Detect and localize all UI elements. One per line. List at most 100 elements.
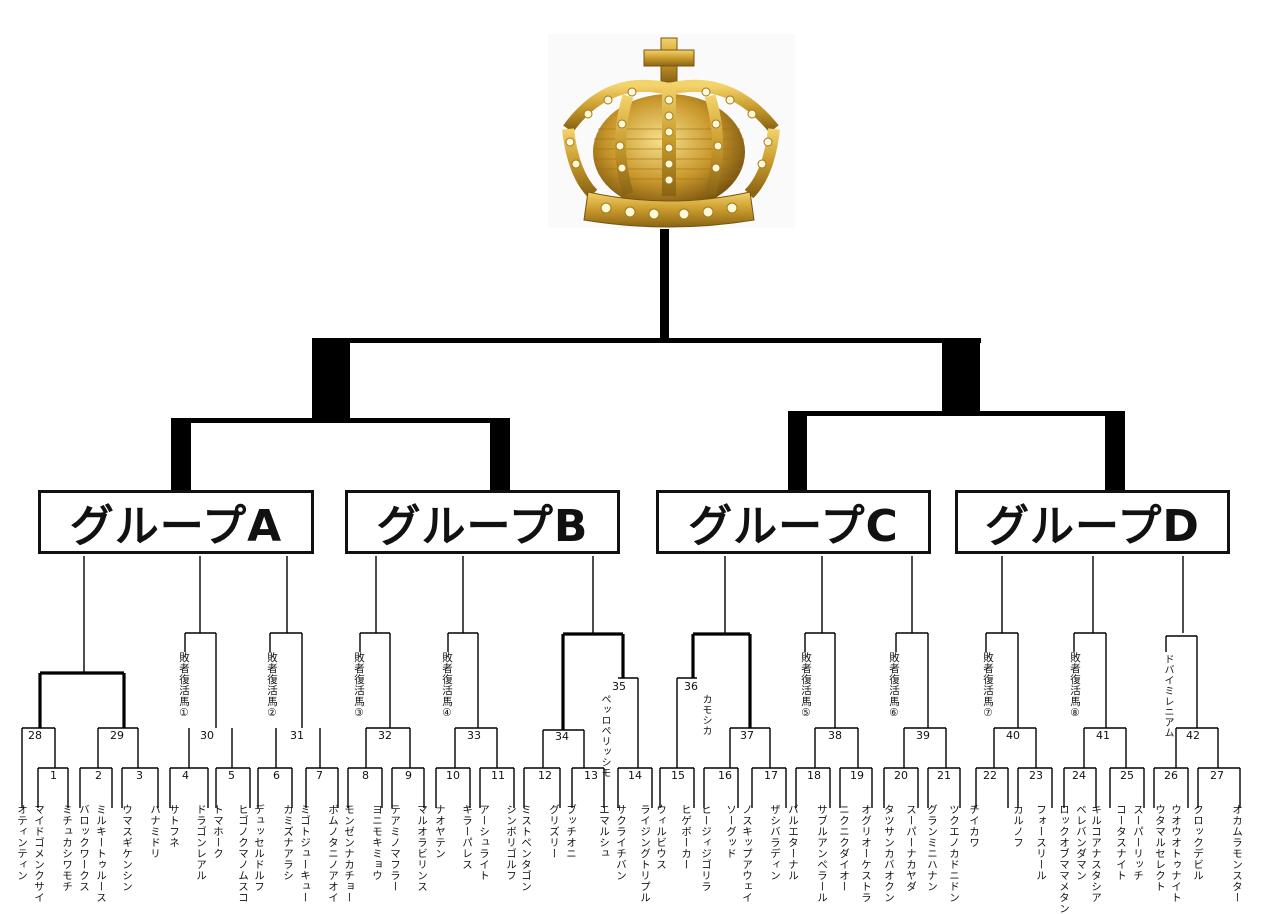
horse-name: ボムノタニノアオイ <box>327 804 339 903</box>
horse-name: シンボリゴルフ <box>505 804 517 881</box>
winner-label-42: ドバイミレニアム <box>1161 654 1173 738</box>
horse-name: コータスナイト <box>1115 804 1127 881</box>
match-number: 18 <box>807 770 821 781</box>
horse-name: サクライチバン <box>615 804 627 881</box>
match-number: 38 <box>828 730 842 741</box>
horse-name: ハナミドリ <box>149 804 161 859</box>
repechage-label: 敗者復活馬⑥ <box>888 652 900 720</box>
horse-name: マルオラビリンス <box>416 804 428 892</box>
match-number: 17 <box>764 770 778 781</box>
horse-name: ウマスギケンシン <box>121 804 133 892</box>
horse-name: ロックオブママメタン <box>1058 804 1070 914</box>
horse-name: マイドゴメンクサイ <box>33 804 45 903</box>
match-number: 34 <box>555 731 569 742</box>
horse-name: サブルアンペラール <box>816 804 828 903</box>
horse-name: トマホーク <box>212 804 224 859</box>
horse-name: ウタマルセレクト <box>1154 804 1166 892</box>
match-number: 3 <box>136 770 143 781</box>
match-number: 28 <box>28 730 42 741</box>
horse-name: オグリオーケストラ <box>860 804 872 903</box>
match-number: 37 <box>740 730 754 741</box>
repechage-label: 敗者復活馬⑤ <box>800 652 812 720</box>
match-number: 27 <box>1210 770 1224 781</box>
winner-label-35: ペッロペリッシモ <box>598 694 610 778</box>
horse-name: ザシバラディン <box>769 804 781 881</box>
match-number: 8 <box>362 770 369 781</box>
horse-name: ツクエノカドニドン <box>948 804 960 903</box>
repechage-label: 敗者復活馬⑦ <box>982 652 994 720</box>
match-number: 9 <box>405 770 412 781</box>
match-number: 32 <box>378 730 392 741</box>
horse-name: ヒゴノクマノムスコ <box>237 804 249 903</box>
match-number: 15 <box>671 770 685 781</box>
winner-label-36: カモシカ <box>699 694 711 736</box>
horse-name: グリズリー <box>548 804 560 859</box>
horse-name: エマルシュ <box>598 804 610 859</box>
horse-name: フォースリール <box>1035 804 1047 881</box>
horse-name: ライジングトリプル <box>639 804 651 903</box>
horse-name: テアミノマフラー <box>389 804 401 892</box>
match-number: 20 <box>894 770 908 781</box>
horse-name: ミルキートゥルース <box>95 804 107 903</box>
match-number: 25 <box>1120 770 1134 781</box>
horse-name: スーパーナカヤダ <box>905 804 917 892</box>
group-b-label: グループB <box>377 490 589 554</box>
match-number: 1 <box>50 770 57 781</box>
match-number: 12 <box>538 770 552 781</box>
horse-name: ブッチオニ <box>565 804 577 859</box>
horse-name: ミストペンタゴン <box>520 804 532 892</box>
group-a-label: グループA <box>70 490 282 554</box>
horse-name: ニクニクダイオー <box>838 804 850 892</box>
horse-name: スーパーリッチ <box>1132 804 1144 881</box>
match-number: 13 <box>584 770 598 781</box>
horse-name: バロックワークス <box>78 804 90 892</box>
horse-name: オティンティン <box>16 804 28 881</box>
match-number: 24 <box>1072 770 1086 781</box>
match-number: 29 <box>110 730 124 741</box>
match-number: 23 <box>1029 770 1043 781</box>
horse-name: アーシュライト <box>478 804 490 881</box>
group-d-box: グループD <box>955 490 1230 554</box>
match-number: 22 <box>983 770 997 781</box>
horse-name: グランミニハナン <box>926 804 938 892</box>
group-b-box: グループB <box>345 490 620 554</box>
horse-name: ナオヤテン <box>434 804 446 859</box>
match-number: 16 <box>718 770 732 781</box>
horse-name: ウオウオトゥナイト <box>1170 804 1182 903</box>
horse-name: ミチュカシワモチ <box>61 804 73 892</box>
match-number: 19 <box>850 770 864 781</box>
match-number: 30 <box>200 730 214 741</box>
horse-name: サトフネ <box>168 804 180 848</box>
repechage-label: 敗者復活馬④ <box>441 652 453 720</box>
group-c-label: グループC <box>688 490 899 554</box>
match-number: 4 <box>182 770 189 781</box>
group-c-box: グループC <box>656 490 931 554</box>
horse-name: ソーグッド <box>725 804 737 859</box>
match-number: 2 <box>95 770 102 781</box>
horse-name: ベレバンダマン <box>1075 804 1087 881</box>
horse-name: バルエターナル <box>787 804 799 881</box>
match-number: 7 <box>316 770 323 781</box>
horse-name: デュッセルドルフ <box>253 804 265 892</box>
match-number: 14 <box>628 770 642 781</box>
match-number: 39 <box>916 730 930 741</box>
horse-name: ミゴトジューキュー <box>299 804 311 903</box>
match-number: 5 <box>228 770 235 781</box>
horse-name: カミズナアラシ <box>282 804 294 881</box>
horse-name: オカムラモンスター <box>1231 804 1243 903</box>
horse-name: ヒゲボーカー <box>680 804 692 870</box>
horse-name: カルノフ <box>1012 804 1024 848</box>
horse-name: ヒージィジゴリラ <box>700 804 712 892</box>
repechage-label: 敗者復活馬① <box>178 652 190 720</box>
repechage-label: 敗者復活馬⑧ <box>1069 652 1081 720</box>
horse-name: クロックデビル <box>1192 804 1204 881</box>
horse-name: タツサンカバオクン <box>883 804 895 903</box>
horse-name: ノスキップアウェイ <box>741 804 753 903</box>
repechage-label: 敗者復活馬② <box>266 652 278 720</box>
match-number: 40 <box>1006 730 1020 741</box>
horse-name: チイカワ <box>968 804 980 848</box>
horse-name: モンゼンナカチョー <box>343 804 355 903</box>
match-number: 35 <box>612 681 626 692</box>
repechage-label: 敗者復活馬③ <box>353 652 365 720</box>
